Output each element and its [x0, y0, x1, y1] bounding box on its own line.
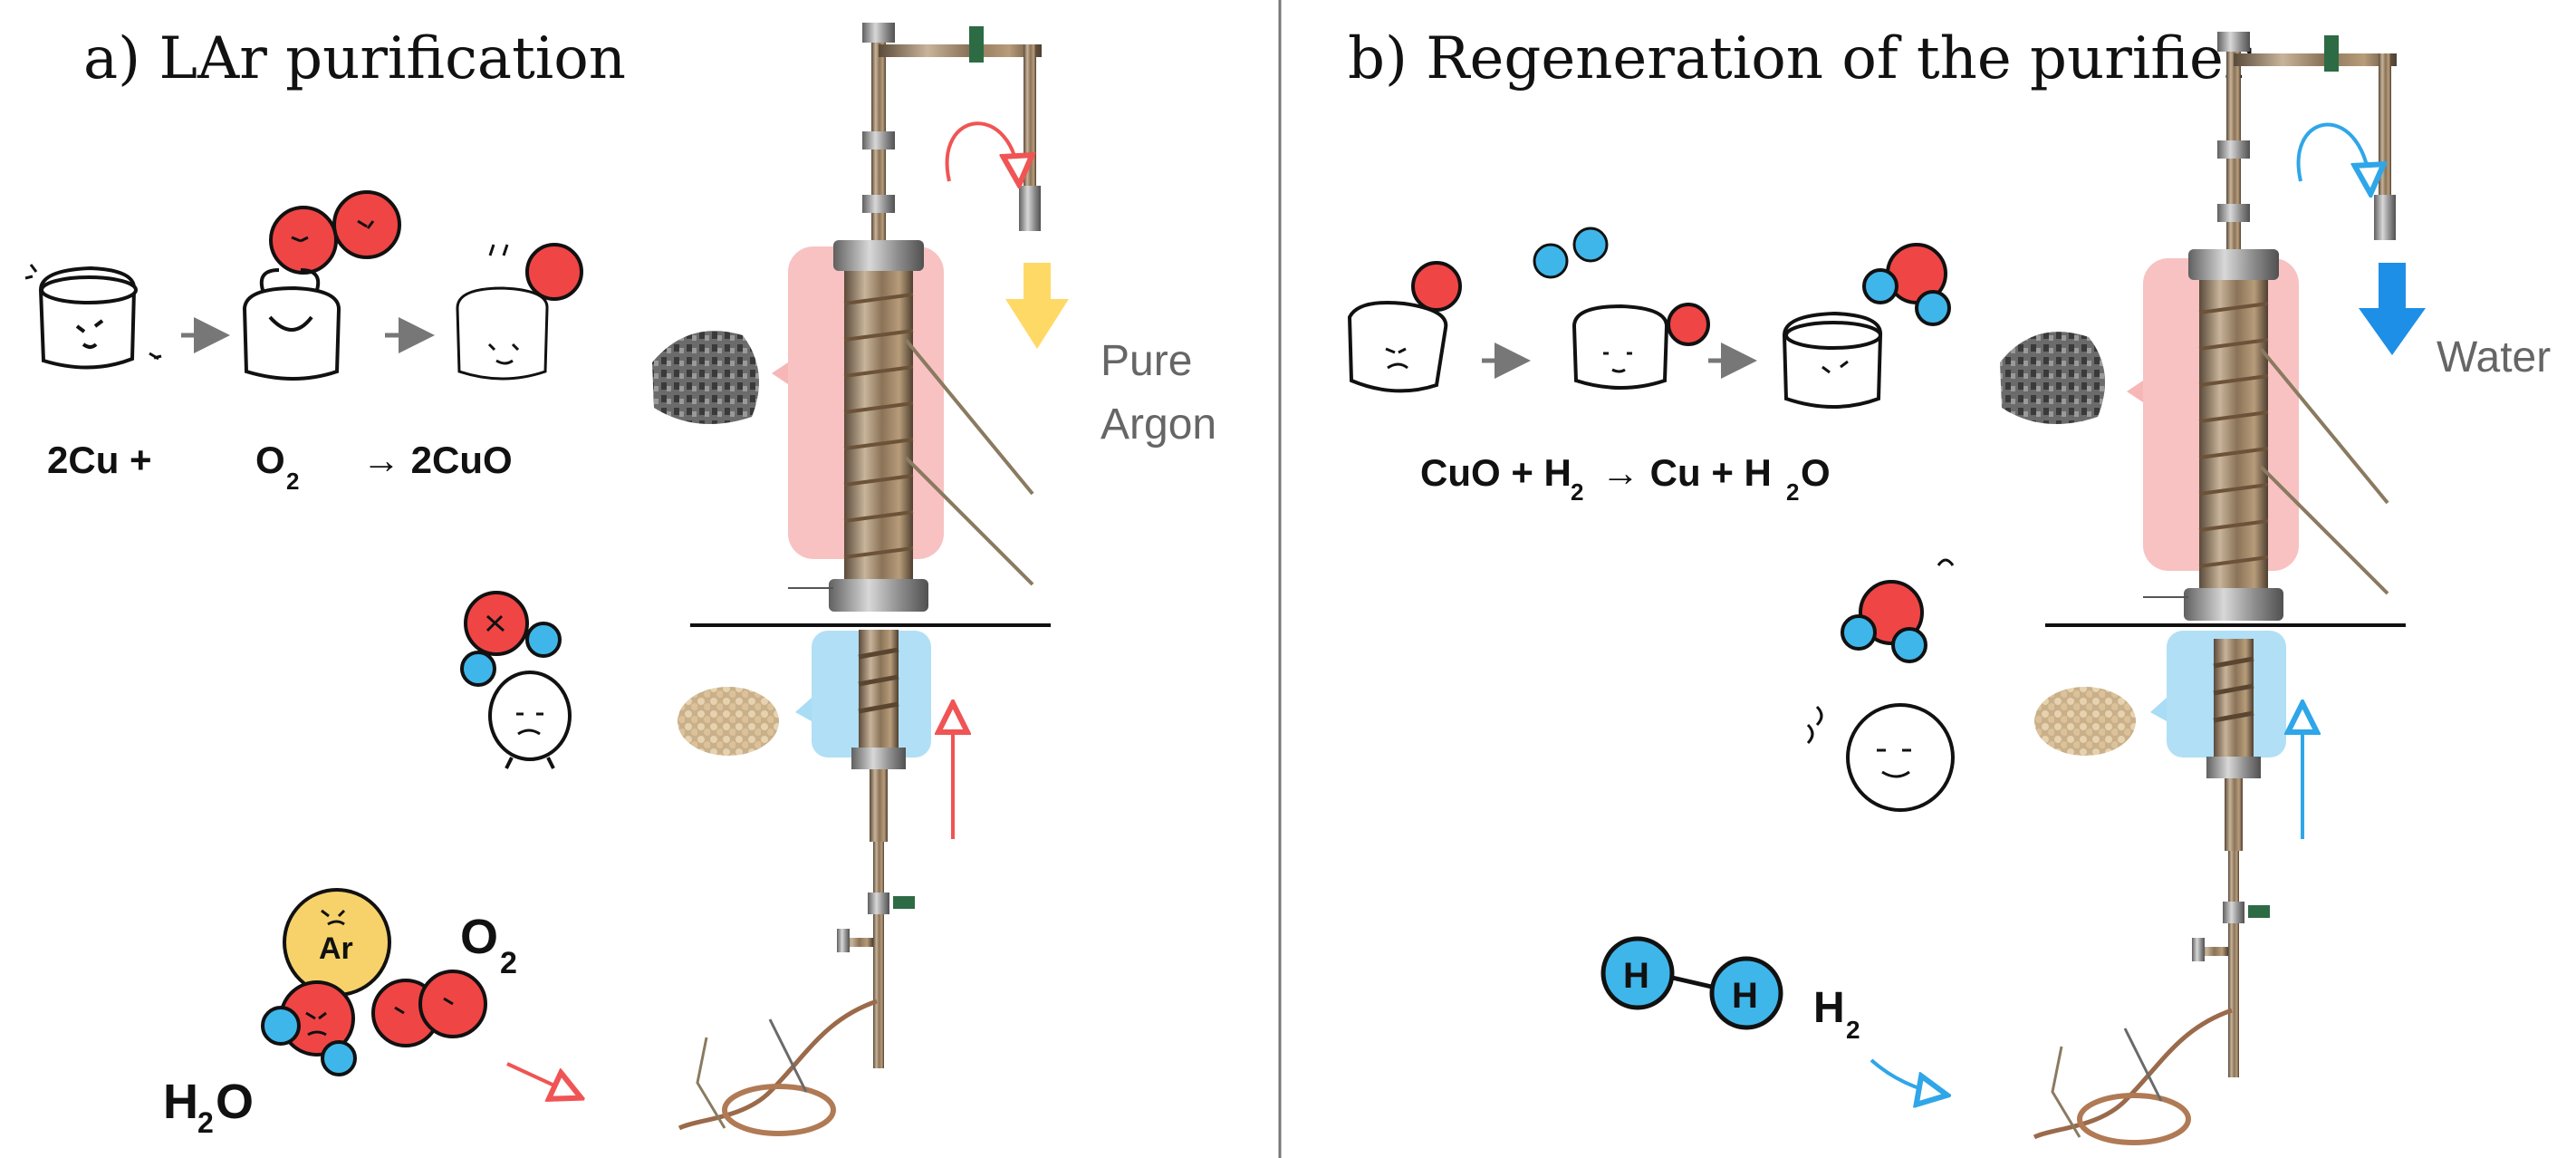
- hydrogen-molecule-icon: [1533, 227, 1609, 279]
- copper-cube-icon: [1782, 311, 1883, 409]
- copper-cube-icon: [242, 268, 341, 381]
- pure-argon-label-2: Argon: [1101, 400, 1216, 449]
- water-molecule-icon: [261, 980, 357, 1076]
- hydrogen-molecule-icon: H H: [1600, 936, 1783, 1030]
- h2o-label-h: H: [163, 1075, 198, 1129]
- pure-argon-label-1: Pure: [1101, 337, 1192, 385]
- oxygen-molecule-icon: [371, 970, 487, 1047]
- sieve-beads-icon: [678, 687, 779, 756]
- water-molecule-icon: [1841, 558, 1955, 663]
- sieve-bead-character-icon: [488, 671, 572, 769]
- h2-label-sub: 2: [1846, 1016, 1860, 1044]
- catalyst-pellets-icon: [2000, 332, 2105, 424]
- oxygen-molecule-icon: [269, 190, 401, 275]
- sieve-beads-icon: [2034, 687, 2136, 756]
- h2o-label-o: O: [216, 1075, 254, 1129]
- argon-label: Ar: [319, 931, 353, 966]
- pure-argon-flow-arrow: [1005, 263, 1069, 349]
- sieve-bead-character-icon: [1806, 703, 1955, 812]
- inlet-arrow: [1870, 1058, 1944, 1095]
- return-arrow: [945, 121, 1019, 181]
- purifier-column-icon: [2034, 32, 2397, 1143]
- reaction-term-2: O: [255, 439, 285, 481]
- h-left-label: H: [1623, 956, 1649, 996]
- reaction-b-term-1-sub: 2: [1571, 478, 1583, 506]
- water-molecule-icon: [1862, 243, 1951, 326]
- panel-b-title: b) Regeneration of the purifier: [1348, 25, 2252, 92]
- h2o-label-sub: 2: [197, 1106, 214, 1139]
- inlet-arrow: [506, 1062, 578, 1096]
- copper-cube-icon: [456, 243, 583, 381]
- water-label: Water: [2437, 333, 2551, 381]
- h2-label: H: [1813, 984, 1845, 1032]
- return-arrow: [2296, 122, 2370, 191]
- reaction-term-2-sub: 2: [286, 468, 299, 495]
- copper-oxide-cube-icon: [1572, 303, 1710, 390]
- reaction-b-term-3: O: [1801, 451, 1831, 494]
- copper-oxide-cube-icon: [1347, 261, 1462, 393]
- reaction-b-term-2: → Cu + H: [1601, 451, 1772, 494]
- reaction-b-term-1: CuO + H: [1420, 451, 1572, 494]
- purifier-column-icon: [679, 23, 1042, 1134]
- o2-label: O: [460, 910, 498, 964]
- o2-label-sub: 2: [500, 946, 517, 980]
- water-molecule-icon: [460, 591, 562, 687]
- argon-atom-icon: Ar: [283, 888, 391, 997]
- water-flow-arrow: [2359, 263, 2426, 355]
- reaction-term-3: → 2CuO: [362, 439, 513, 481]
- reaction-b-term-2-sub: 2: [1786, 478, 1799, 506]
- h-right-label: H: [1732, 976, 1758, 1016]
- catalyst-pellets-icon: [652, 331, 759, 424]
- reaction-term-1: 2Cu +: [47, 439, 152, 481]
- panel-a-title: a) LAr purification: [83, 25, 626, 92]
- copper-cube-icon: [24, 264, 162, 370]
